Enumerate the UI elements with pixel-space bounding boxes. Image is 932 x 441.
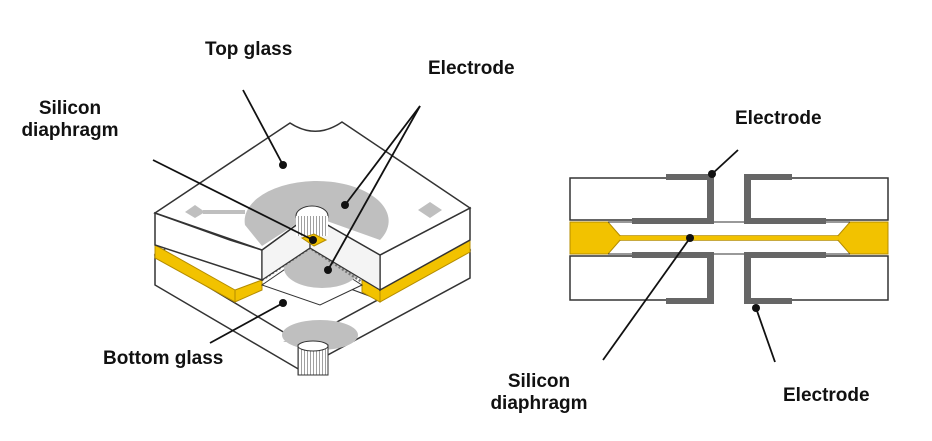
cs-bottom-electrode-right xyxy=(744,252,826,304)
cs-top-glass-left xyxy=(569,177,709,221)
bottom-glass-label: Bottom glass xyxy=(103,348,224,369)
cs-bottom-electrode-left xyxy=(632,252,714,304)
top-glass-leader xyxy=(242,89,284,166)
electrode-leader-a xyxy=(344,105,421,206)
silicon-leader xyxy=(152,159,314,241)
silicon-label-left-line1: Silicon xyxy=(38,98,102,119)
bottom-port-rim xyxy=(297,340,329,352)
top-glass-leader-dot xyxy=(279,161,287,169)
electrode-leader-a-dot xyxy=(341,201,349,209)
cs-top-glass-right xyxy=(749,177,889,221)
cs-top-electrode-right xyxy=(744,174,826,224)
top-electrode-tab-left xyxy=(185,205,205,218)
silicon-leader-dot xyxy=(309,236,317,244)
cs-electrode-bottom-leader xyxy=(755,307,776,363)
cs-silicon-leader xyxy=(602,237,691,361)
cs-electrode-bottom-leader-dot xyxy=(752,304,760,312)
silicon-label-left-line2: diaphragm xyxy=(21,120,119,141)
electrode-leader-b-dot xyxy=(324,266,332,274)
electrode-leader-b xyxy=(327,105,421,271)
electrode-label-bottom-right: Electrode xyxy=(783,385,870,406)
bottom-glass-leader xyxy=(209,302,284,344)
cs-silicon-left xyxy=(569,221,623,255)
electrode-label-left: Electrode xyxy=(428,58,515,79)
top-electrode-tab-right xyxy=(418,202,442,218)
silicon-label-right-line1: Silicon xyxy=(507,371,571,392)
silicon-label-right-line2: diaphragm xyxy=(490,393,588,414)
top-port-tube xyxy=(296,216,328,236)
cs-silicon-leader-dot xyxy=(686,234,694,242)
electrode-label-top-right: Electrode xyxy=(735,108,822,129)
isometric-chip xyxy=(152,89,472,376)
bottom-glass-leader-dot xyxy=(279,299,287,307)
cs-silicon-right xyxy=(835,221,889,255)
cs-bottom-glass-right xyxy=(749,255,889,301)
cs-bottom-glass-left xyxy=(569,255,709,301)
cross-section xyxy=(569,149,889,363)
silicon-layer-left-end xyxy=(234,279,263,303)
cs-top-electrode-left xyxy=(632,174,714,224)
cs-electrode-top-leader xyxy=(711,149,739,175)
cs-electrode-top-leader-dot xyxy=(708,170,716,178)
top-glass-label: Top glass xyxy=(205,39,293,60)
